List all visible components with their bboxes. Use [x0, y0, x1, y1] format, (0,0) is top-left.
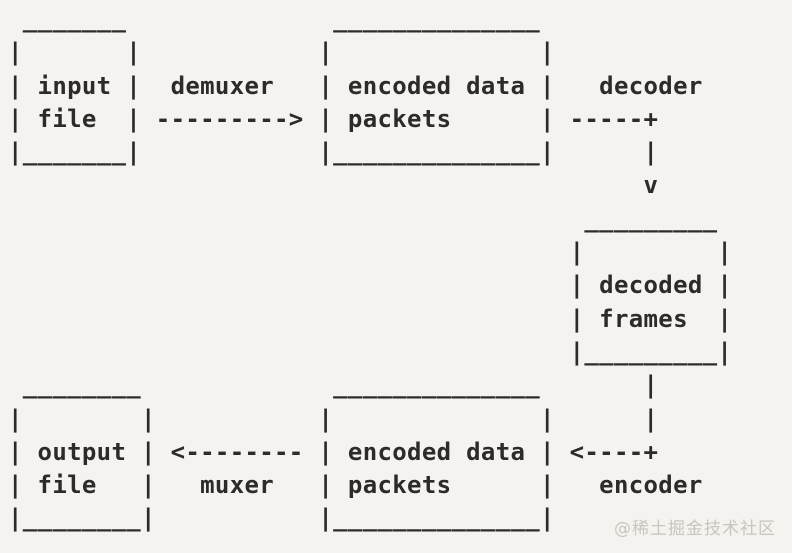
- ascii-line: v: [8, 171, 659, 200]
- ascii-line: |________| |______________|: [8, 504, 555, 533]
- ascii-line: |_______| |______________| |: [8, 138, 659, 167]
- watermark: @稀土掘金技术社区: [614, 519, 776, 539]
- encoder-connector: [570, 436, 703, 503]
- ascii-line: | input | demuxer | encoded data | decod…: [8, 71, 703, 100]
- ascii-line: _________: [8, 204, 718, 233]
- ascii-line: ________ ______________ |: [8, 371, 659, 400]
- frames-to-encoder-line: [644, 369, 659, 436]
- ascii-line: | file | ---------> | packets | -----+: [8, 104, 659, 133]
- ascii-line: |_________|: [8, 337, 733, 366]
- input-file-box: [8, 3, 141, 170]
- output-file-box: [8, 369, 156, 536]
- ascii-line: | output | <-------- | encoded data | <-…: [8, 437, 659, 466]
- ascii-line: | | | | |: [8, 404, 659, 433]
- decoded-frames-box: [570, 203, 733, 370]
- ascii-line: | decoded |: [8, 271, 733, 300]
- encoded-packets-bottom-box: [318, 369, 555, 536]
- ascii-line: | | | |: [8, 38, 555, 67]
- muxer-arrow: [171, 436, 304, 503]
- ascii-line: | file | muxer | packets | encoder: [8, 471, 703, 500]
- ascii-line: | |: [8, 238, 733, 267]
- ascii-line: _______ ______________: [8, 5, 541, 33]
- decoder-connector: [570, 70, 703, 203]
- demuxer-arrow: [156, 70, 304, 137]
- ascii-line: | frames |: [8, 304, 733, 333]
- encoded-packets-top-box: [318, 3, 555, 170]
- ascii-diagram: _______ ______________ | | | | | input |…: [8, 3, 732, 536]
